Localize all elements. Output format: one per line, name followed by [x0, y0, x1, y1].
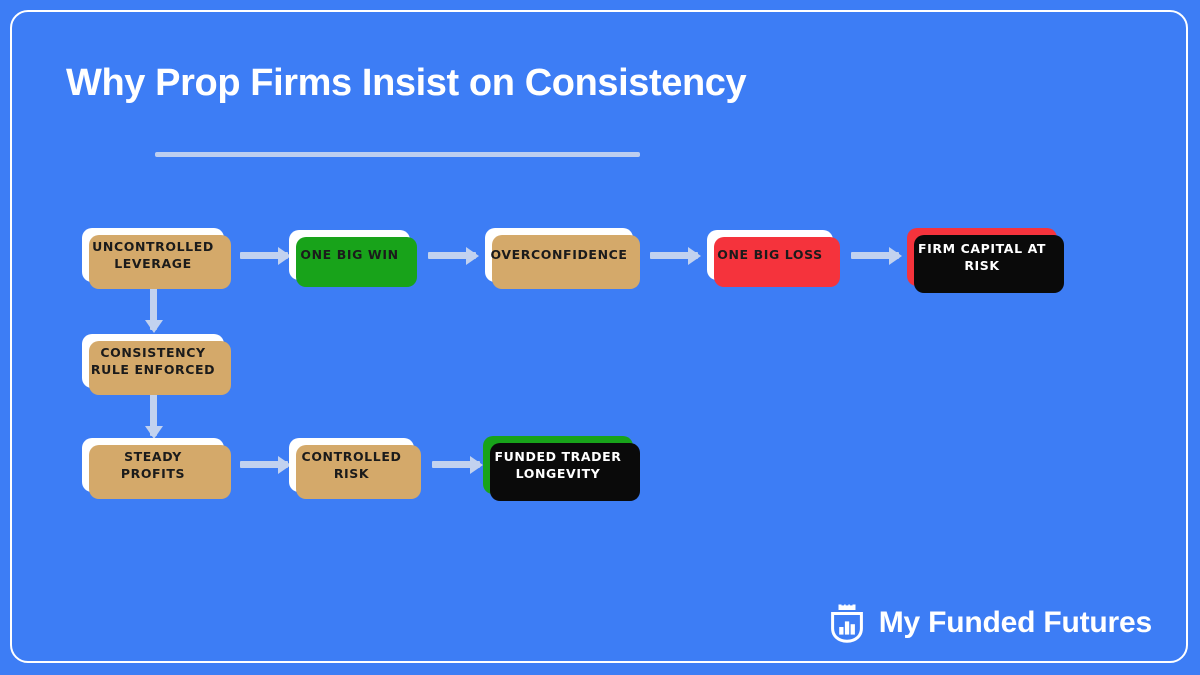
arrow-leverage-to-consistency-rule [150, 286, 157, 330]
arrow-consistency-rule-to-steady-profits [150, 392, 157, 436]
flow-node-one-big-win[interactable]: ONE BIG WIN [289, 230, 417, 287]
flow-node-controlled-risk[interactable]: CONTROLLED RISK [289, 438, 421, 499]
arrow-leverage-to-one-big-win [240, 252, 288, 259]
flow-node-consistency-rule-enforced[interactable]: CONSISTENCY RULE ENFORCED [82, 334, 231, 395]
flow-node-firm-capital-at-risk[interactable]: FIRM CAPITAL AT RISK [907, 228, 1064, 293]
flow-node-overconfidence[interactable]: OVERCONFIDENCE [485, 228, 640, 289]
flow-node-funded-trader-longevity[interactable]: FUNDED TRADER LONGEVITY [483, 436, 640, 501]
flow-node-steady-profits[interactable]: STEADY PROFITS [82, 438, 231, 499]
title-divider [155, 152, 640, 157]
arrow-steady-profits-to-controlled-risk [240, 461, 288, 468]
brand-logo: My Funded Futures [828, 603, 1152, 643]
arrow-controlled-risk-to-funded-trader-longevity [432, 461, 480, 468]
arrow-one-big-loss-to-firm-capital-at-risk [851, 252, 899, 259]
shield-bar-chart-icon [828, 603, 866, 643]
flow-node-uncontrolled-leverage[interactable]: UNCONTROLLED LEVERAGE [82, 228, 231, 289]
arrow-overconfidence-to-one-big-loss [650, 252, 698, 259]
arrow-one-big-win-to-overconfidence [428, 252, 476, 259]
brand-name: My Funded Futures [878, 606, 1152, 639]
flow-node-one-big-loss[interactable]: ONE BIG LOSS [707, 230, 840, 287]
page-title: Why Prop Firms Insist on Consistency [66, 62, 747, 104]
